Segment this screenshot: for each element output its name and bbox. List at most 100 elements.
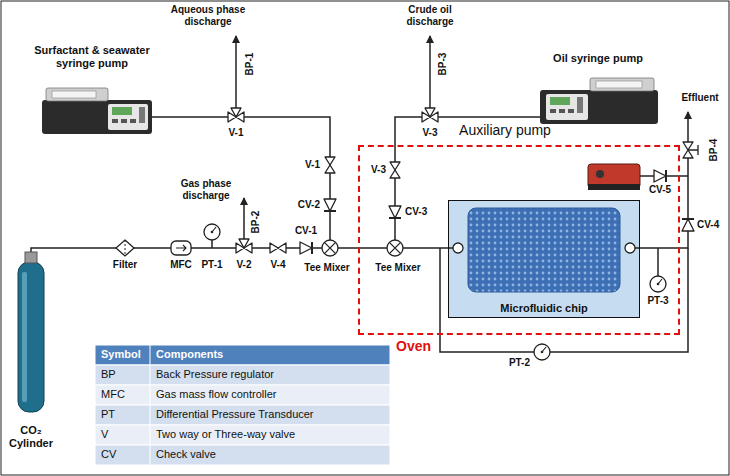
pressure-line bbox=[440, 248, 688, 352]
callout-number: MFC bbox=[170, 259, 192, 271]
callout-number: BP-2 bbox=[250, 211, 262, 234]
pump-body bbox=[42, 100, 152, 134]
table-cell-box: Back Pressure regulator bbox=[156, 368, 274, 381]
pump-label-box: Auxiliary pump bbox=[459, 122, 551, 139]
callout-number-box: BP-3 bbox=[437, 53, 449, 76]
discharge-label-box: Aqueous phase discharge bbox=[160, 4, 256, 28]
cylinder-valve bbox=[25, 252, 37, 263]
cylinder-highlight bbox=[22, 272, 27, 402]
callout-number: BP-3 bbox=[437, 53, 449, 76]
callout-number: PT-3 bbox=[647, 295, 668, 307]
callout-number-box: MFC bbox=[170, 259, 192, 271]
table-cell-box: Two way or Three-way valve bbox=[156, 428, 295, 441]
two-way-valve bbox=[390, 162, 400, 178]
pump-label: Surfactant & seawater syringe pump bbox=[17, 44, 167, 70]
table-cell: MFC bbox=[101, 388, 125, 401]
callout-number-box: PT-1 bbox=[201, 259, 222, 271]
pump-rail bbox=[590, 78, 654, 91]
oven-region: OvenMicrofluidic chip bbox=[358, 145, 680, 335]
pressure-line bbox=[657, 248, 659, 276]
syringe bbox=[596, 81, 642, 88]
callout-number: PT-1 bbox=[201, 259, 222, 271]
gas-cylinder bbox=[18, 262, 44, 412]
callout-number-box: V-2 bbox=[236, 259, 251, 271]
two-way-valve bbox=[270, 243, 286, 253]
pump-key bbox=[139, 107, 145, 123]
callout-number: V-3 bbox=[371, 164, 386, 176]
back-pressure-handle bbox=[688, 145, 698, 155]
table-row bbox=[95, 425, 390, 445]
filter-symbol bbox=[116, 240, 134, 256]
chip-port bbox=[453, 243, 463, 253]
table-divider bbox=[150, 345, 151, 465]
mfc-symbol bbox=[171, 241, 191, 255]
callout-number-box: BP-2 bbox=[250, 211, 262, 234]
callout-number-box: CV-4 bbox=[697, 219, 719, 231]
pump-key bbox=[577, 97, 583, 113]
component-label: Filter bbox=[113, 259, 137, 271]
pump-label: Oil syringe pump bbox=[553, 52, 643, 65]
component-label-box: Tee Mixer bbox=[375, 262, 420, 274]
check-valve bbox=[300, 242, 312, 254]
pump-key bbox=[550, 109, 556, 113]
table-cell: BP bbox=[101, 368, 116, 381]
chip-pore-network bbox=[468, 208, 620, 292]
three-way-valve bbox=[228, 108, 244, 122]
callout-number: BP-1 bbox=[244, 53, 256, 76]
table-cell: V bbox=[101, 428, 108, 441]
table-header: Components bbox=[156, 348, 223, 361]
pump-key bbox=[559, 109, 565, 113]
component-label-box: CO₂ Cylinder bbox=[3, 424, 59, 450]
table-cell: Back Pressure regulator bbox=[156, 368, 274, 381]
pump-rail bbox=[46, 88, 108, 101]
syringe-pump bbox=[42, 88, 152, 134]
callout-number-box: V-1 bbox=[228, 127, 243, 139]
pressure-gauge bbox=[534, 344, 550, 360]
mfc-symbol bbox=[171, 241, 191, 255]
callout-number: PT-2 bbox=[509, 357, 530, 369]
table-cell-box: Differential Pressure Transducer bbox=[156, 408, 314, 421]
pump-label: Auxiliary pump bbox=[459, 122, 551, 139]
callout-number-box: CV-3 bbox=[405, 206, 427, 218]
filter-symbol bbox=[125, 240, 126, 256]
callout-number: V-1 bbox=[305, 159, 320, 171]
table-cell-box: BP bbox=[101, 368, 116, 381]
discharge-label-box: Gas phase discharge bbox=[173, 178, 239, 202]
pump-key bbox=[112, 119, 118, 123]
chip-plate bbox=[448, 200, 640, 318]
discharge-pipe bbox=[429, 36, 431, 117]
pump-key bbox=[121, 119, 127, 123]
table-row bbox=[95, 445, 390, 465]
component-table bbox=[95, 345, 390, 465]
pump-key bbox=[130, 119, 136, 123]
syringe bbox=[52, 91, 96, 98]
table-header-box: Symbol bbox=[101, 348, 141, 361]
three-way-valve bbox=[236, 239, 252, 253]
callout-number-box: CV-2 bbox=[298, 199, 320, 211]
table-cell: Gas mass flow controller bbox=[156, 388, 276, 401]
callout-number: V-4 bbox=[270, 259, 285, 271]
pump-body bbox=[540, 90, 658, 124]
two-way-valve bbox=[325, 157, 335, 173]
pump-label-box: Oil syringe pump bbox=[553, 52, 643, 65]
table-row bbox=[95, 365, 390, 385]
table-cell-box: V bbox=[101, 428, 108, 441]
check-valve bbox=[324, 199, 336, 211]
callout-number: CV-4 bbox=[697, 219, 719, 231]
tee-mixer bbox=[322, 240, 338, 256]
callout-number-box: V-1 bbox=[305, 159, 320, 171]
table-row bbox=[95, 405, 390, 425]
check-valve bbox=[682, 219, 694, 231]
chip-port bbox=[625, 243, 635, 253]
tee-mixer bbox=[387, 240, 403, 256]
callout-number-box: BP-1 bbox=[244, 53, 256, 76]
callout-number-box: CV-5 bbox=[649, 184, 671, 196]
table-cell: Check valve bbox=[156, 448, 216, 461]
pump-label-box: Surfactant & seawater syringe pump bbox=[17, 44, 167, 70]
check-valve bbox=[654, 170, 666, 182]
component-label: Microfluidic chip bbox=[500, 302, 587, 315]
discharge-label-box: Crude oil discharge bbox=[390, 4, 470, 28]
